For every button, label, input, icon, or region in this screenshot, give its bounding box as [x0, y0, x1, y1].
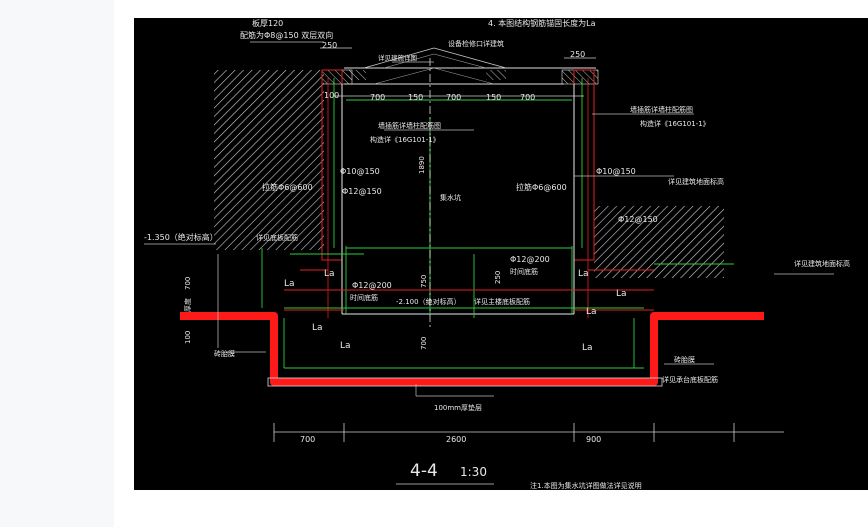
wall-right — [573, 69, 595, 261]
rebar-right-1: Φ10@150 — [596, 167, 636, 176]
label-wall-anchor-right-ref: 构造详《16G101-1》 — [640, 119, 710, 128]
la-4: La — [340, 341, 351, 351]
la-3: La — [312, 323, 323, 333]
top-slab-right — [561, 69, 599, 85]
dim-250: 250 — [494, 271, 502, 284]
dim-250-left: 250 — [322, 41, 337, 50]
dim-750: 750 — [420, 275, 428, 288]
label-wall-anchor-right: 墙插筋详墙柱配筋图 — [630, 105, 693, 114]
rebar-right-2: Φ12@150 — [618, 215, 658, 224]
tie-right: 拉筋Φ6@600 — [516, 182, 567, 192]
left-edge-2: 砖胎膜 — [214, 349, 235, 358]
rebar-bottom-right-note: 时间底筋 — [510, 267, 538, 276]
soil-right — [594, 206, 724, 278]
label-see-main-slab: 详见主楼底板配筋 — [474, 297, 530, 306]
highlight-outline — [180, 312, 764, 386]
right-edge-1: 砖胎膜 — [674, 355, 695, 364]
label-center: 集水坑 — [440, 193, 461, 202]
dim-150-a: 150 — [408, 93, 423, 102]
left-edge-1: 厚度 — [183, 298, 192, 312]
rebar-bottom-right: Φ12@200 — [510, 255, 550, 264]
la-2: La — [324, 269, 335, 279]
rebar-left-2: Φ12@150 — [342, 187, 382, 196]
dim-700-c: 700 — [520, 93, 535, 102]
dim-bottom-2600: 2600 — [446, 435, 466, 444]
dim-700-vert: 700 — [420, 337, 428, 350]
dim-bottom-700: 700 — [300, 435, 315, 444]
label-see-bottom-slab-left: 详见底板配筋 — [256, 233, 298, 242]
la-1: La — [284, 279, 295, 289]
soil-left — [214, 70, 324, 250]
label-see-building-right-2: 详见建筑地面标高 — [794, 259, 850, 268]
left-sidebar — [0, 0, 114, 527]
la-7: La — [586, 307, 597, 317]
dim-100-vert: 100 — [184, 331, 192, 344]
level-bottom: -2.100（绝对标高） — [396, 297, 461, 306]
section-title: 4-4 — [410, 461, 438, 481]
dim-bottom-900: 900 — [586, 435, 601, 444]
dim-700-b: 700 — [446, 93, 461, 102]
section-drawing: 板厚120 配筋为Φ8@150 双层双向 4. 本图结构钢筋锚固长度为La 设备… — [144, 18, 850, 490]
la-8: La — [582, 343, 593, 353]
dim-100: 100 — [324, 91, 339, 100]
right-edge-2: 详见承台底板配筋 — [662, 375, 718, 384]
level-left: -1.350（绝对标高） — [144, 232, 218, 242]
rebar-left-1: Φ10@150 — [340, 167, 380, 176]
dim-150-b: 150 — [486, 93, 501, 102]
label-opening-note: 设备检修口详建筑 — [448, 39, 504, 48]
cad-drawing: 板厚120 配筋为Φ8@150 双层双向 4. 本图结构钢筋锚固长度为La 设备… — [134, 18, 868, 490]
dim-250-right: 250 — [570, 50, 585, 59]
tie-left: 拉筋Φ6@600 — [262, 182, 313, 192]
label-see-building-top: 详见建施详图 — [378, 53, 417, 62]
label-top-center-note: 4. 本图结构钢筋锚固长度为La — [488, 18, 596, 28]
label-see-building-right: 详见建筑地面标高 — [668, 177, 724, 186]
dim-700-left: 700 — [184, 277, 192, 290]
rebar-bottom-left: Φ12@200 — [352, 281, 392, 290]
label-wall-anchor-left-ref: 构造详《16G101-1》 — [370, 135, 440, 144]
footnote: 注1.本图为集水坑详图做法详见说明 — [530, 481, 642, 490]
label-wall-anchor-left: 墙插筋详墙柱配筋图 — [378, 121, 441, 130]
section-scale: 1:30 — [460, 465, 487, 479]
la-6: La — [616, 289, 627, 299]
label-cushion: 100mm厚垫层 — [434, 403, 482, 412]
rebar-bottom-left-note: 时间底筋 — [350, 293, 378, 302]
dim-1890: 1890 — [418, 156, 426, 174]
label-top-left-2: 配筋为Φ8@150 双层双向 — [240, 30, 333, 40]
dim-700-a: 700 — [370, 93, 385, 102]
la-5: La — [578, 269, 589, 279]
label-top-left-1: 板厚120 — [252, 18, 283, 28]
